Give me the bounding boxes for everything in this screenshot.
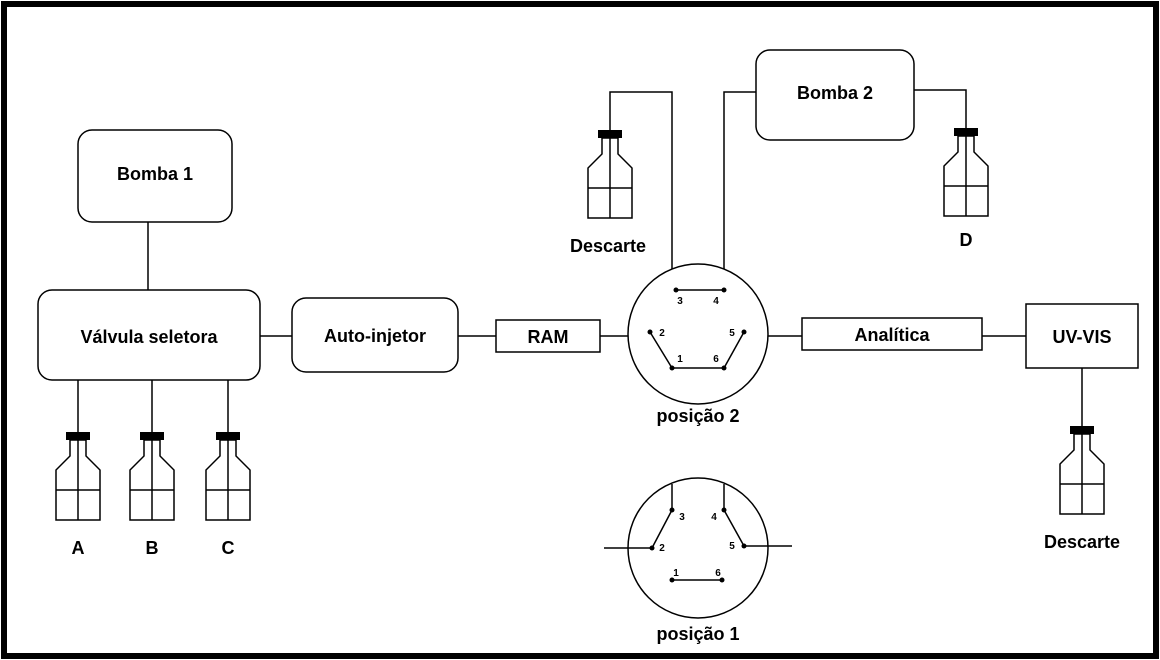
port-6-label: 6 — [713, 354, 719, 365]
waste-top-bottle — [587, 129, 633, 219]
port-6-label: 6 — [715, 568, 721, 579]
port-4-label: 4 — [713, 296, 719, 307]
selector-valve-label: Válvula seletora — [80, 327, 218, 347]
detector-label: UV-VIS — [1052, 327, 1111, 347]
valve-position2-label: posição 2 — [656, 406, 739, 426]
valve-position1-label: posição 1 — [656, 624, 739, 644]
autoinjector-label: Auto-injetor — [324, 326, 426, 346]
valve-body — [627, 263, 769, 405]
waste-right-bottle — [1059, 425, 1105, 515]
selector-valve-box: Válvula seletora — [37, 289, 261, 381]
ram-column: RAM — [495, 319, 601, 353]
waste-right-label: Descarte — [1044, 532, 1120, 552]
port-2-label: 2 — [659, 543, 665, 554]
port-3-label: 3 — [677, 296, 683, 307]
pump2-box: Bomba 2 — [755, 49, 915, 141]
pump2-label: Bomba 2 — [797, 83, 873, 103]
uv-vis-detector: UV-VIS — [1025, 303, 1139, 369]
port-5-label: 5 — [729, 328, 735, 339]
reservoir-c-label: C — [222, 538, 235, 558]
port-4-label: 4 — [711, 512, 717, 523]
switching-valve-position2: 3 4 2 5 1 6 posição 2 — [627, 263, 769, 426]
port-1-label: 1 — [677, 354, 683, 365]
autoinjector-box: Auto-injetor — [291, 297, 459, 373]
pump1-box: Bomba 1 — [77, 129, 233, 223]
port-1-label: 1 — [673, 568, 679, 579]
port-5-label: 5 — [729, 541, 735, 552]
reservoir-c-bottle — [205, 431, 251, 521]
pump1-label: Bomba 1 — [117, 164, 193, 184]
waste-top-label: Descarte — [570, 236, 646, 256]
tubing-lines — [77, 89, 1083, 432]
switching-valve-position1: 3 4 2 5 1 6 posição 1 — [604, 477, 792, 644]
reservoir-b-label: B — [146, 538, 159, 558]
analytical-column-label: Analítica — [854, 325, 930, 345]
reservoir-d-label: D — [960, 230, 973, 250]
port-3-label: 3 — [679, 512, 685, 523]
reservoir-b-bottle — [129, 431, 175, 521]
analytical-column: Analítica — [801, 317, 983, 351]
reservoir-d-bottle — [943, 127, 989, 217]
ram-column-label: RAM — [528, 327, 569, 347]
port-2-label: 2 — [659, 328, 665, 339]
reservoir-a-label: A — [72, 538, 85, 558]
reservoir-a-bottle — [55, 431, 101, 521]
